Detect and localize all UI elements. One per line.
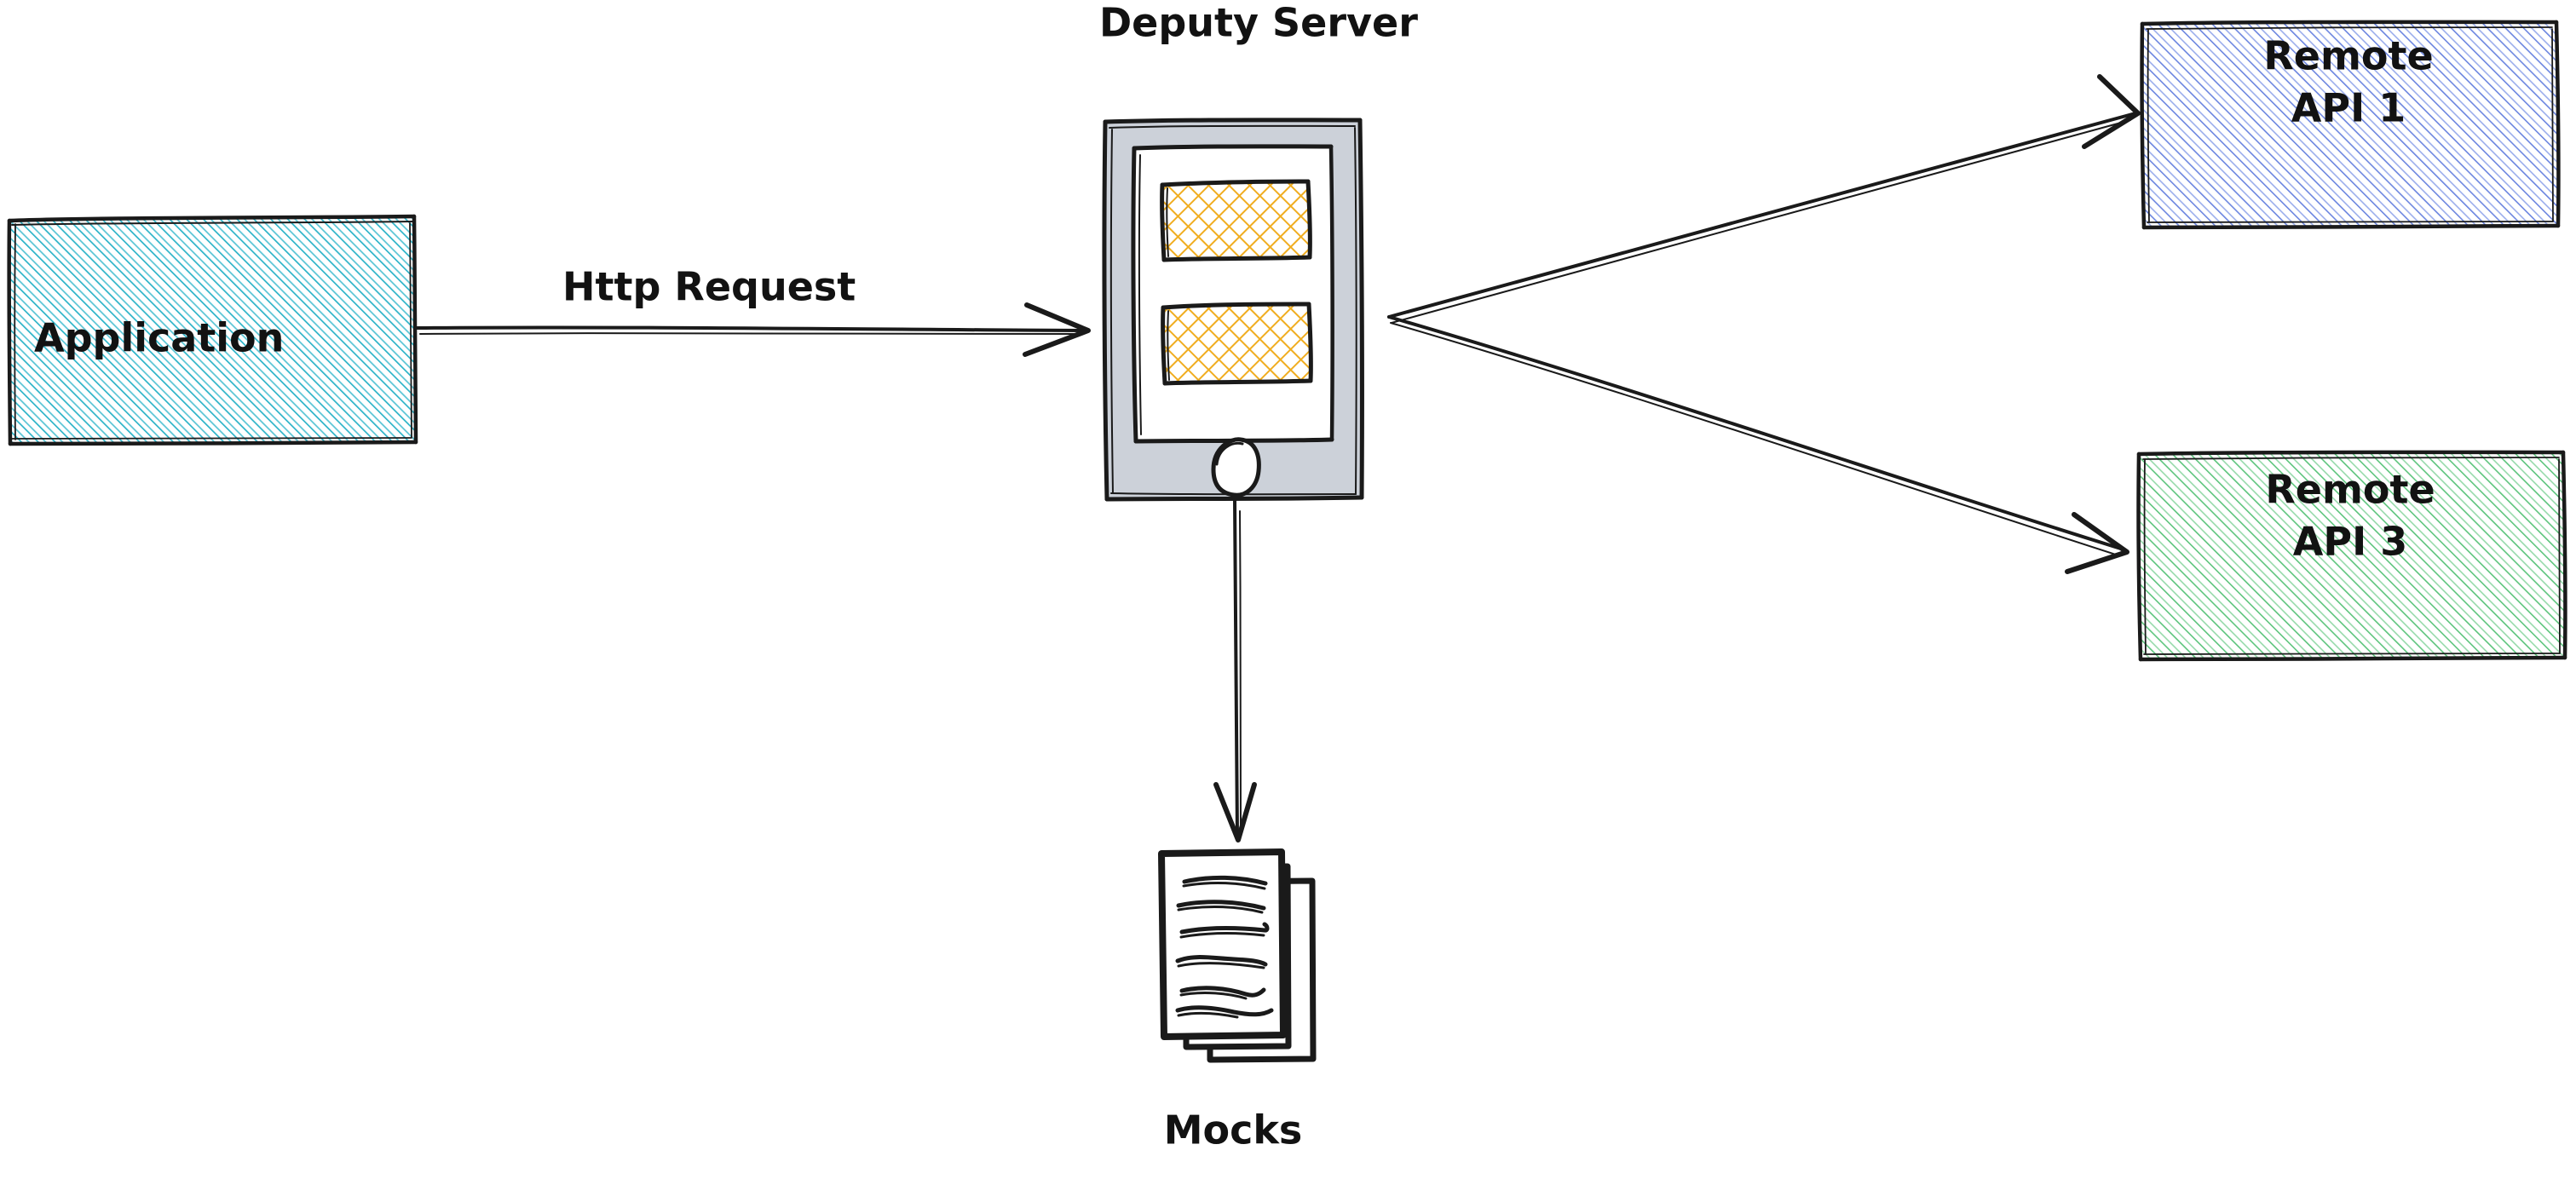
remote-api-3-border-bottom	[2138, 655, 2567, 662]
mocks-text-line-5	[1179, 986, 1266, 998]
deputy-tile-2-fill	[1163, 304, 1311, 383]
deputy-home-button-highlight	[1215, 441, 1244, 466]
remote-api-1-border-bottom-2	[2147, 221, 2554, 223]
remote-api-3-border-left	[2136, 451, 2143, 662]
mocks-text-line-2b	[1177, 905, 1264, 914]
edge-deputy-to-api1[interactable]	[1387, 74, 2141, 324]
deputy-home-button-icon[interactable]	[1211, 437, 1261, 497]
application-border-bottom	[8, 440, 418, 446]
remote-api-1-border-top-2	[2146, 26, 2553, 30]
application-label: Application	[34, 315, 284, 361]
application-border-right-2	[409, 222, 412, 439]
deputy-tile-1-border-bottom	[1161, 255, 1312, 262]
mocks-arrow-line-2	[1239, 510, 1242, 831]
remote-api-1-border-left-2	[2147, 28, 2150, 223]
deputy-screen-border-top	[1132, 144, 1334, 151]
application-border-top-2	[11, 221, 413, 226]
deputy-tile-1-border-left	[1160, 182, 1167, 262]
remote-api-3-border-right	[2561, 450, 2567, 660]
deputy-screen-border-left	[1131, 146, 1138, 444]
remote-api-1-border-bottom	[2141, 223, 2561, 230]
application-border-top	[7, 214, 417, 223]
mocks-label: Mocks	[1164, 1107, 1303, 1153]
api3-arrow-line	[1387, 315, 2125, 551]
node-mocks[interactable]: Mocks	[1158, 848, 1317, 1153]
deputy-device-border-left	[1102, 119, 1109, 502]
node-deputy-server[interactable]: Deputy Server	[1099, 0, 1418, 502]
deputy-tile-1-border-left-2	[1166, 187, 1169, 257]
api3-arrowhead-icon	[2065, 512, 2129, 574]
api1-arrow-line-2	[1391, 119, 2131, 324]
deputy-tile-2-border-bottom	[1162, 378, 1313, 386]
deputy-device-border-right	[1357, 118, 1364, 500]
mocks-text-line-4	[1175, 955, 1268, 967]
remote-api-3-border-right-2	[2558, 458, 2561, 654]
edge-deputy-to-mocks[interactable]	[1213, 497, 1257, 843]
deputy-tile-2-border-left-2	[1167, 310, 1170, 381]
mocks-text-line-1	[1182, 875, 1268, 886]
api3-arrow-line-2	[1390, 322, 2119, 556]
remote-api-3-border-top	[2136, 450, 2566, 457]
remote-api-3-label-line1: Remote	[2265, 467, 2435, 513]
deputy-server-title: Deputy Server	[1099, 0, 1418, 46]
deputy-device-border-right-2	[1354, 127, 1357, 495]
application-border-right	[412, 214, 418, 445]
deputy-device-border-top-2	[1109, 124, 1356, 129]
remote-api-1-border-left	[2140, 21, 2147, 230]
mocks-arrow-line	[1233, 497, 1239, 838]
deputy-tile-2-border-left	[1161, 305, 1167, 386]
node-remote-api-1[interactable]: Remote API 1	[2140, 20, 2561, 230]
deputy-tile-1-border-top	[1160, 179, 1311, 187]
deputy-device-border-left-2	[1109, 129, 1114, 494]
remote-api-1-border-right	[2554, 20, 2561, 228]
mocks-text-line-3	[1179, 922, 1270, 935]
mocks-text-line-3b	[1179, 932, 1265, 939]
deputy-screen-border-right	[1328, 144, 1334, 442]
application-fill	[9, 216, 416, 444]
node-remote-api-3[interactable]: Remote API 3	[2136, 450, 2567, 662]
mocks-text-line-2	[1176, 900, 1266, 911]
mocks-text-line-6	[1175, 1005, 1274, 1017]
deputy-device-border-top	[1103, 118, 1363, 124]
deputy-tile-1-fill	[1162, 181, 1310, 260]
mocks-text-line-6b	[1177, 1011, 1239, 1019]
mocks-text-line-5b	[1179, 991, 1248, 1000]
api1-arrowhead-icon	[2082, 74, 2141, 149]
remote-api-3-border-bottom-2	[2143, 653, 2561, 655]
deputy-screen-tile-2	[1161, 302, 1313, 386]
http-request-arrow-line-2	[419, 332, 1081, 335]
mocks-arrowhead-icon	[1213, 782, 1257, 843]
remote-api-3-border-top-2	[2142, 457, 2560, 460]
deputy-screen-border-left-2	[1138, 154, 1142, 435]
deputy-tile-1-border-right	[1305, 179, 1312, 260]
remote-api-1-border-right-2	[2551, 28, 2554, 222]
application-border-left-2	[14, 223, 16, 440]
edge-app-to-deputy[interactable]: Http Request	[416, 264, 1091, 357]
http-request-arrowhead-icon	[1023, 302, 1091, 357]
remote-api-3-border-left-2	[2143, 458, 2147, 655]
remote-api-3-fill	[2139, 452, 2565, 659]
edge-label-http-request: Http Request	[562, 264, 856, 310]
mocks-text-line-4b	[1177, 962, 1265, 969]
http-request-arrow-line	[416, 325, 1087, 332]
node-application[interactable]: Application	[7, 214, 418, 446]
deputy-screen-tile-1	[1160, 179, 1312, 262]
deputy-tile-2-border-right	[1306, 302, 1313, 383]
remote-api-1-border-top	[2140, 20, 2559, 26]
remote-api-1-fill	[2142, 22, 2558, 227]
api1-arrow-line	[1387, 112, 2137, 319]
deputy-tile-2-border-top	[1161, 302, 1311, 310]
application-border-left	[7, 218, 13, 446]
remote-api-3-label-line2: API 3	[2293, 519, 2407, 565]
remote-api-1-label-line1: Remote	[2263, 33, 2433, 79]
remote-api-1-label-line2: API 1	[2291, 85, 2406, 131]
mocks-text-line-1b	[1182, 881, 1266, 890]
edge-deputy-to-api3[interactable]	[1387, 315, 2129, 574]
application-border-bottom-2	[10, 437, 412, 440]
